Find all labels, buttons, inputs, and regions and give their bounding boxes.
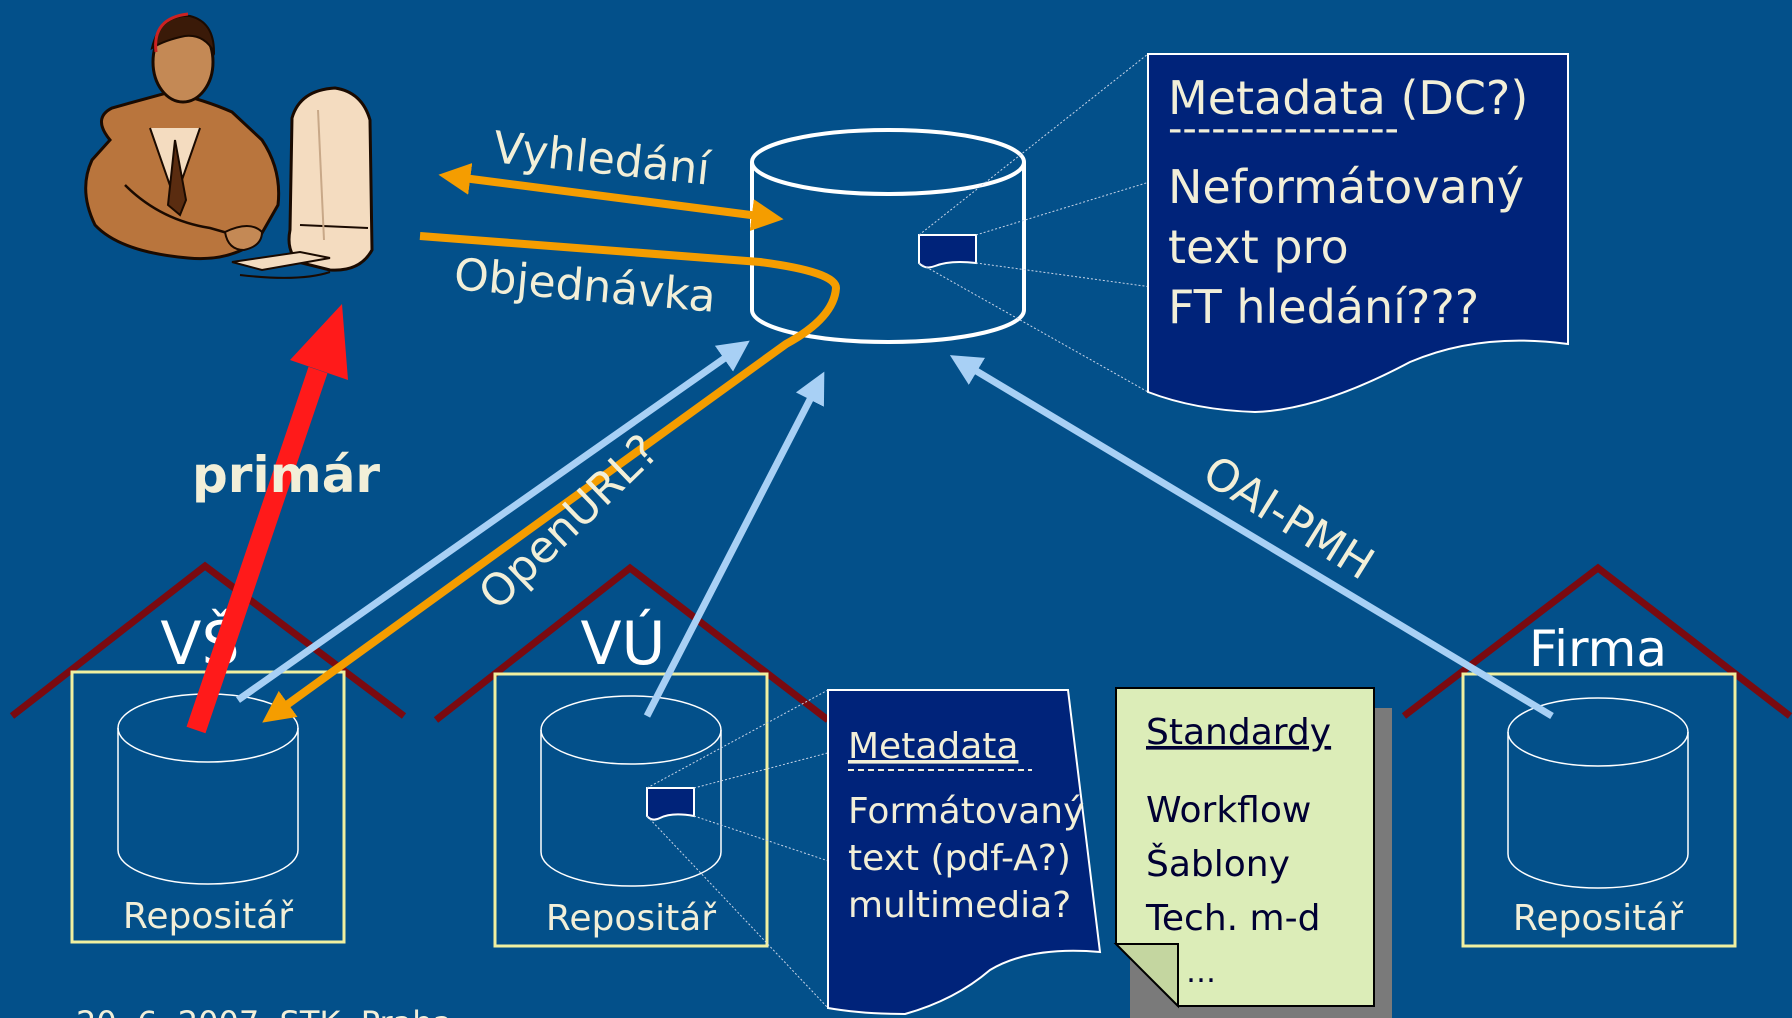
document-icon bbox=[918, 234, 977, 269]
local-metadata-line-1: Formátovaný bbox=[848, 791, 1084, 832]
document-icon bbox=[646, 787, 695, 821]
standards-note-fold bbox=[1113, 943, 1179, 1009]
label-primary: primár bbox=[192, 446, 380, 504]
house-box-firma bbox=[1461, 672, 1737, 948]
metadata-note-line-1: Neformátovaný bbox=[1168, 160, 1524, 214]
metadata-note-line-3: FT hledání??? bbox=[1168, 280, 1479, 334]
repo-label-firma: Repositář bbox=[1513, 898, 1684, 939]
metadata-note-line-2: text pro bbox=[1168, 220, 1349, 274]
metadata-note bbox=[1147, 53, 1569, 414]
house-name-firma: Firma bbox=[1529, 620, 1667, 678]
house-box-vu bbox=[493, 672, 769, 948]
standards-note-line-2: Šablony bbox=[1146, 843, 1290, 885]
central-database-icon bbox=[750, 128, 1026, 344]
metadata-note-underline: ---------------- bbox=[1168, 106, 1399, 152]
arrow-vs-to-central bbox=[235, 340, 750, 703]
standards-note-line-3: Tech. m-d bbox=[1145, 898, 1320, 939]
standards-note-title: Standardy bbox=[1146, 712, 1331, 753]
arrow-search bbox=[438, 162, 784, 232]
arrow-primary bbox=[186, 304, 348, 734]
metadata-note-title: Metadata (DC?) bbox=[1168, 71, 1528, 125]
footer-text: 20. 6. 2007, STK, Praha bbox=[76, 1004, 452, 1018]
arrow-vu-to-central bbox=[643, 371, 825, 718]
arrow-order bbox=[262, 232, 841, 723]
repo-label-vs: Repositář bbox=[123, 896, 294, 937]
standards-note bbox=[1115, 687, 1375, 1007]
repo-label-vu: Repositář bbox=[546, 898, 717, 939]
arrow-firma-to-central bbox=[949, 355, 1554, 720]
label-order: Objednávka bbox=[452, 249, 718, 323]
local-metadata-title: Metadata bbox=[848, 726, 1018, 767]
label-openurl: OpenURL? bbox=[469, 425, 669, 620]
house-name-vu: VÚ bbox=[581, 608, 666, 679]
person-at-computer-icon bbox=[84, 12, 374, 279]
standards-note-line-1: Workflow bbox=[1146, 790, 1311, 831]
local-metadata-line-3: multimedia? bbox=[848, 885, 1071, 926]
local-metadata-line-2: text (pdf-A?) bbox=[848, 838, 1071, 879]
standards-note-line-4: … bbox=[1186, 955, 1216, 990]
